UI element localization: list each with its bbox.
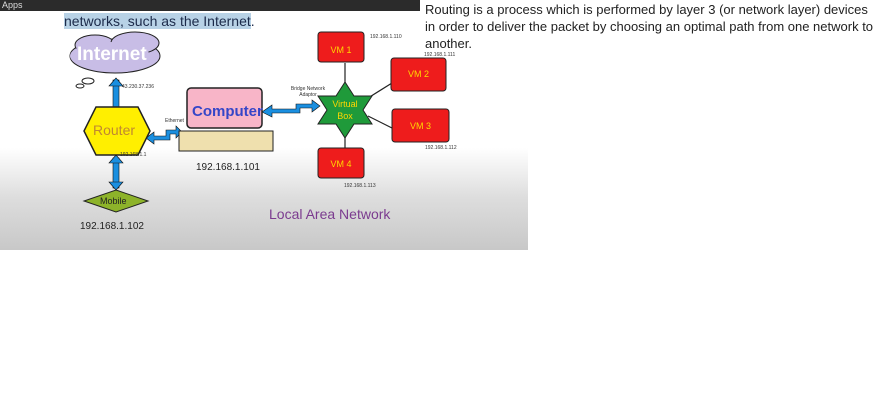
top-bar: Apps: [0, 0, 420, 11]
router-icon: [83, 106, 151, 156]
caption-end: .: [250, 13, 255, 29]
computer-ip: 192.168.1.101: [196, 162, 260, 173]
vm3-ip: 192.168.1.112: [425, 145, 457, 151]
internet-label: Internet: [77, 44, 147, 65]
slide: networks, such as the Internet. Internet…: [0, 11, 528, 250]
cloud-icon: [69, 31, 161, 89]
vm2-ip: 192.168.1.111: [424, 52, 456, 58]
vm3-box: [391, 108, 450, 143]
virtualbox-icon: [317, 81, 373, 139]
computer-label: Computer: [192, 103, 263, 120]
mobile-icon: [82, 189, 150, 213]
notes-text: Routing is a process which is performed …: [425, 2, 874, 51]
arrows: [108, 77, 321, 191]
computer-box: [186, 87, 263, 129]
ethernet-label: Ethernet: [165, 118, 184, 124]
apps-label[interactable]: Apps: [2, 0, 23, 10]
router-ip: 192.168.1.1: [120, 152, 147, 158]
caption: networks, such as the Internet.: [64, 13, 255, 29]
router-label: Router: [93, 122, 136, 138]
internet-ip: 43.230.37.236: [122, 84, 154, 90]
vm2-label: VM 2: [407, 69, 429, 79]
vm4-ip: 192.168.1.113: [344, 183, 376, 189]
computer-base: [178, 130, 274, 152]
vm3-label: VM 3: [409, 121, 431, 131]
vbox-line2: Box: [337, 111, 353, 121]
vm1-label: VM 1: [330, 45, 352, 55]
vm1-ip: 192.168.1.110: [370, 34, 402, 40]
lan-label: Local Area Network: [269, 206, 391, 222]
vm4-label: VM 4: [330, 159, 352, 169]
mobile-label: Mobile: [100, 196, 127, 206]
network-diagram: [69, 31, 450, 213]
vm2-box: [390, 57, 447, 92]
vm4-box: [317, 147, 365, 179]
vbox-line1: Virtual: [332, 99, 358, 109]
mobile-ip: 192.168.1.102: [80, 221, 144, 232]
vm1-box: [317, 31, 365, 63]
bridge-label: Bridge Network Adaptor: [290, 86, 326, 98]
caption-highlight: networks, such as the Internet: [64, 13, 251, 29]
